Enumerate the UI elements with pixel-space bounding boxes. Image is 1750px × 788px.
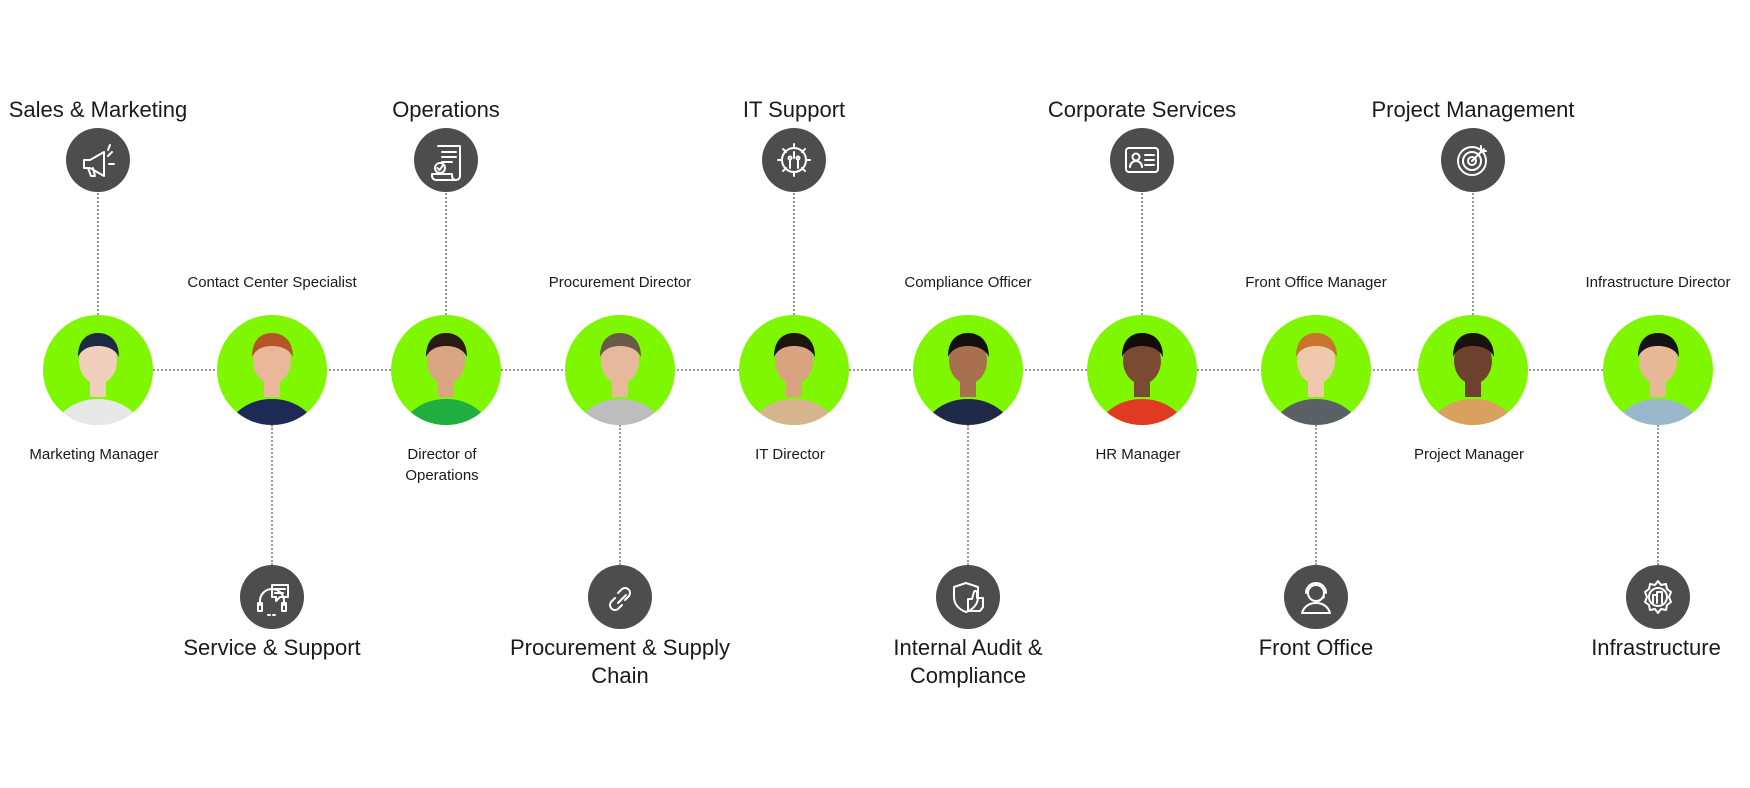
gear-circuit-icon-glyph	[777, 143, 811, 177]
category-label: Front Office	[1258, 635, 1374, 660]
receptionist-icon	[1284, 565, 1348, 629]
person-photo	[229, 333, 315, 425]
shield-thumbs-up-icon-glyph	[953, 582, 984, 613]
category-label: Operations	[392, 97, 500, 122]
role-label: Director of Operations	[405, 446, 479, 484]
role-label: IT Director	[755, 446, 825, 463]
headset-chat-icon-glyph	[257, 584, 289, 616]
person-photo	[1615, 333, 1701, 425]
gear-building-icon-glyph	[1644, 580, 1672, 614]
avatar-infrastructure-director	[1603, 315, 1713, 425]
checklist-scroll-icon-glyph	[431, 145, 461, 181]
megaphone-icon	[66, 128, 130, 192]
gear-circuit-icon	[762, 128, 826, 192]
person-photo	[1273, 333, 1359, 425]
person-photo	[1430, 333, 1516, 425]
avatar-hr-manager	[1087, 315, 1197, 425]
receptionist-icon-glyph	[1301, 582, 1331, 614]
avatar-contact-center-specialist	[217, 315, 327, 425]
connector-line-vertical	[1315, 425, 1317, 565]
connector-line-vertical	[97, 193, 99, 315]
link-icon	[588, 565, 652, 629]
person-photo	[55, 333, 141, 425]
person-photo	[1099, 333, 1185, 425]
category-label: Service & Support	[183, 635, 361, 660]
role-label: Contact Center Specialist	[187, 274, 357, 291]
avatar-compliance-officer	[913, 315, 1023, 425]
avatar-procurement-director	[565, 315, 675, 425]
role-label: HR Manager	[1095, 446, 1181, 463]
connector-line-vertical	[1657, 425, 1659, 565]
avatar-project-manager	[1418, 315, 1528, 425]
connector-line-vertical	[445, 193, 447, 315]
category-label: IT Support	[742, 97, 846, 122]
connector-line-vertical	[967, 425, 969, 565]
connector-line-vertical	[271, 425, 273, 565]
role-label: Procurement Director	[548, 274, 692, 291]
category-label: Internal Audit & Compliance	[893, 635, 1043, 688]
connector-line-vertical	[1472, 193, 1474, 315]
category-label: Corporate Services	[1047, 97, 1237, 122]
avatar-it-director	[739, 315, 849, 425]
category-label: Procurement & Supply Chain	[509, 635, 731, 688]
avatar-front-office-manager	[1261, 315, 1371, 425]
headset-chat-icon	[240, 565, 304, 629]
id-card-icon	[1110, 128, 1174, 192]
id-card-icon-glyph	[1125, 147, 1159, 173]
connector-line-vertical	[619, 425, 621, 565]
connector-line-horizontal	[98, 369, 1658, 371]
link-icon-glyph	[609, 587, 631, 611]
role-label: Project Manager	[1413, 446, 1525, 463]
category-label: Project Management	[1371, 97, 1575, 122]
role-label: Front Office Manager	[1245, 274, 1387, 291]
gear-building-icon	[1626, 565, 1690, 629]
person-photo	[751, 333, 837, 425]
avatar-marketing-manager	[43, 315, 153, 425]
target-icon-glyph	[1457, 145, 1487, 176]
checklist-scroll-icon	[414, 128, 478, 192]
person-photo	[925, 333, 1011, 425]
connector-line-vertical	[793, 193, 795, 315]
connector-line-vertical	[1141, 193, 1143, 315]
category-label: Sales & Marketing	[8, 97, 188, 122]
category-label: Infrastructure	[1591, 635, 1721, 660]
person-photo	[403, 333, 489, 425]
avatar-director-of-operations	[391, 315, 501, 425]
role-label: Infrastructure Director	[1585, 274, 1731, 291]
shield-thumbs-up-icon	[936, 565, 1000, 629]
megaphone-icon-glyph	[83, 144, 115, 177]
person-photo	[577, 333, 663, 425]
target-icon	[1441, 128, 1505, 192]
role-label: Compliance Officer	[904, 274, 1032, 291]
role-label: Marketing Manager	[29, 446, 159, 463]
